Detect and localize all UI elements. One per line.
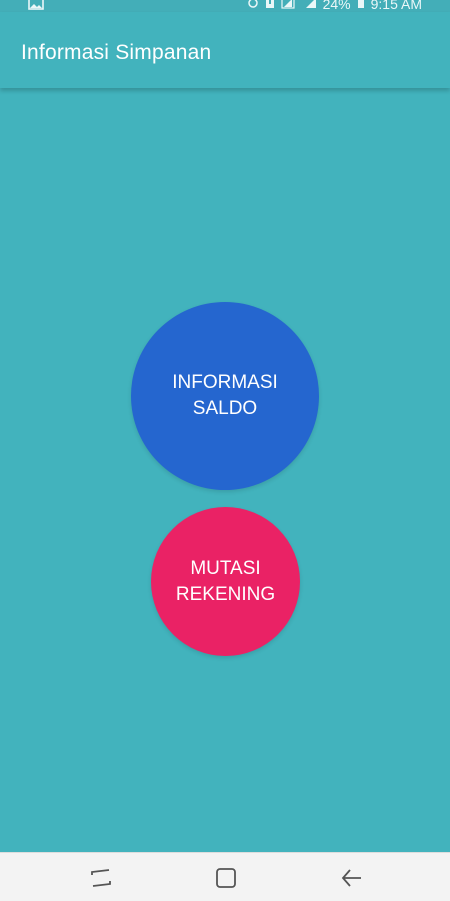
battery-icon (357, 0, 365, 12)
signal-icon (305, 0, 317, 12)
page-title: Informasi Simpanan (21, 41, 212, 64)
navigation-bar (0, 852, 450, 901)
battery-percent: 24% (322, 0, 351, 12)
back-icon[interactable] (340, 867, 364, 889)
settings-icon (247, 0, 259, 12)
main-content: INFORMASI SALDO MUTASI REKENING (0, 88, 450, 852)
home-icon[interactable] (214, 867, 238, 889)
mutasi-rekening-button[interactable]: MUTASI REKENING (151, 507, 300, 656)
status-icons: 24% 9:15 AM (247, 0, 422, 12)
image-icon (28, 0, 44, 10)
signal-icon (280, 0, 299, 12)
mutasi-rekening-label: MUTASI REKENING (175, 557, 276, 605)
status-bar: 24% 9:15 AM (0, 0, 450, 12)
app-bar: Informasi Simpanan (0, 12, 450, 88)
warning-icon (265, 0, 275, 12)
status-time: 9:15 AM (370, 0, 422, 12)
informasi-saldo-button[interactable]: INFORMASI SALDO (131, 302, 319, 490)
recent-apps-icon[interactable] (89, 867, 113, 889)
informasi-saldo-label: INFORMASI SALDO (172, 372, 278, 419)
